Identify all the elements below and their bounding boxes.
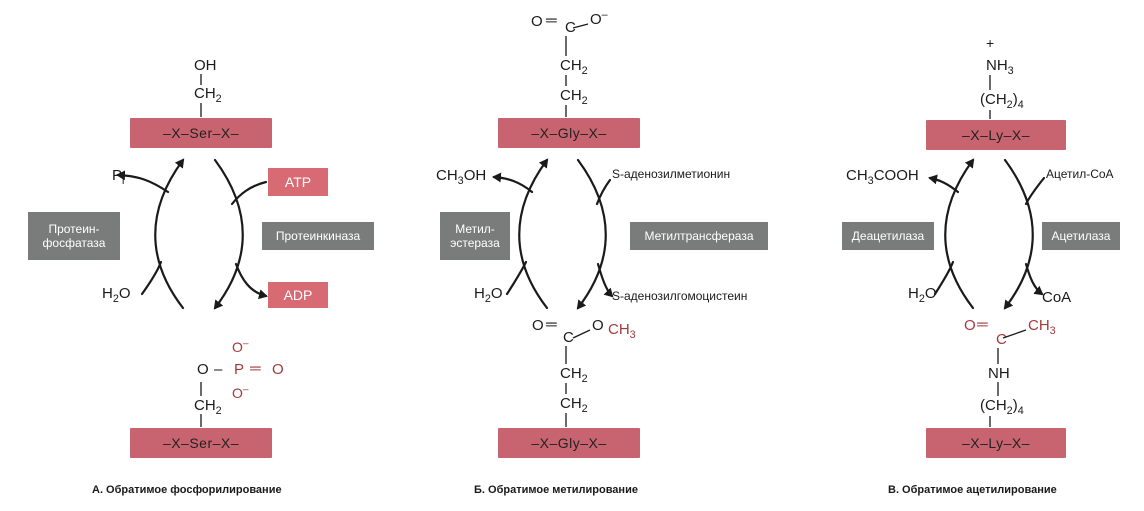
- methyl-group: CH3: [608, 321, 636, 341]
- arrow-b-left-in: [505, 260, 528, 296]
- ester-double-bond: ═: [546, 316, 557, 333]
- arrow-b-left-up: [518, 158, 549, 310]
- arrow-c-left-in: [933, 260, 955, 296]
- phosphate-o-double: O: [272, 361, 284, 378]
- ammonium-group: NH3: [986, 57, 1014, 77]
- methylene-chain-bottom: (CH2)4: [980, 397, 1024, 417]
- arrow-c-right-down: [1003, 158, 1034, 310]
- arrow-b-right-down: [576, 158, 607, 310]
- caption-methylation: Б. Обратимое метилирование: [474, 484, 638, 496]
- phosphorus-atom: P: [234, 361, 245, 378]
- protein-phosphatase-line2: фосфатаза: [42, 236, 106, 250]
- serine-residue-bar-bottom: –X–Ser–X–: [130, 428, 272, 458]
- arrow-c-left-out: [928, 174, 960, 194]
- arrow-a-right-down: [213, 158, 244, 310]
- ch2-label-2: CH2: [560, 87, 588, 107]
- hydroxyl-label: OH: [194, 57, 217, 74]
- water-label-b: H2O: [474, 285, 503, 305]
- caption-acetylation: В. Обратимое ацетилирование: [888, 484, 1057, 496]
- phosphate-ester-oxygen: O: [197, 361, 209, 378]
- phosphate-dash: –: [214, 361, 223, 378]
- protein-kinase-box: Протеинкиназа: [262, 222, 374, 250]
- water-label-c: H2O: [908, 285, 937, 305]
- lysine-residue-bar-top: –X–Ly–X–: [926, 120, 1066, 150]
- ch2-label-4: CH2: [560, 395, 588, 415]
- methylesterase-box: Метил- эстераза: [440, 212, 510, 260]
- glycine-residue-bar-top: –X–Gly–X–: [498, 118, 640, 148]
- arrow-a-right-in: [230, 180, 268, 206]
- ch2-label-bottom: CH2: [194, 397, 222, 417]
- glycine-residue-bar-bottom: –X–Gly–X–: [498, 428, 640, 458]
- serine-residue-bar-top: –X–Ser–X–: [130, 118, 272, 148]
- ammonium-plus: +: [986, 35, 995, 51]
- s-adenosylmethionine-label: S-аденозилметионин: [612, 167, 731, 181]
- acetyl-oxygen: O: [964, 317, 976, 334]
- bond-b-5: [572, 329, 591, 339]
- methylesterase-line1: Метил-: [455, 221, 495, 236]
- carboxyl-carbon: C: [565, 19, 576, 36]
- methylesterase-line2: эстераза: [450, 236, 500, 250]
- caption-phosphorylation: А. Обратимое фосфорилирование: [92, 484, 282, 496]
- arrow-a-left-up: [154, 158, 185, 310]
- arrow-c-right-in: [1024, 176, 1046, 206]
- methanol-label: CH3OH: [436, 167, 487, 187]
- coa-label: CoA: [1042, 289, 1072, 306]
- arrow-b-right-in: [595, 178, 612, 206]
- phosphate-double-bond: ═: [250, 360, 261, 377]
- carboxyl-o-minus: O–: [590, 9, 608, 28]
- arrow-c-right-out: [1024, 262, 1044, 296]
- ch2-label-1: CH2: [560, 57, 588, 77]
- deacetylase-box: Деацетилаза: [842, 222, 934, 250]
- protein-phosphatase-box: Протеин- фосфатаза: [28, 212, 120, 260]
- arrow-a-right-out: [234, 262, 268, 300]
- acetyl-coa-label: Ацетил-CoA: [1046, 167, 1114, 181]
- arrow-a-left-out: [116, 170, 170, 194]
- bond-c-3: [1002, 329, 1027, 339]
- panel-methylation: O ═ C O– CH2 CH2 –X–Gly–X– CH3OH Метил- …: [380, 0, 780, 511]
- water-label: H2O: [102, 285, 131, 305]
- acetyl-methyl: CH3: [1028, 317, 1056, 337]
- atp-box: ATP: [268, 168, 328, 196]
- ch2-label-3: CH2: [560, 365, 588, 385]
- carbonyl-double-bond: ═: [546, 12, 557, 29]
- methyltransferase-box: Метилтрансфераза: [630, 222, 768, 250]
- acetic-acid-label: CH3COOH: [846, 167, 919, 187]
- arrow-b-left-out: [492, 172, 534, 194]
- bond-b-2: [572, 23, 589, 29]
- acetylase-box: Ацетилаза: [1042, 222, 1120, 250]
- acetyl-carbon: C: [996, 331, 1007, 348]
- acetyl-double-bond: ═: [977, 316, 988, 333]
- lysine-residue-bar-bottom: –X–Ly–X–: [926, 428, 1066, 458]
- panel-acetylation: + NH3 (CH2)4 –X–Ly–X– CH3COOH Деацетилаз…: [780, 0, 1144, 511]
- adp-box: ADP: [268, 282, 328, 308]
- arrow-a-left-in: [140, 260, 163, 296]
- phosphate-o-minus-bottom: O–: [232, 384, 249, 401]
- amide-nh: NH: [988, 365, 1010, 382]
- methylene-chain-top: (CH2)4: [980, 91, 1024, 111]
- ester-carbonyl-oxygen: O: [532, 317, 544, 334]
- protein-phosphatase-line1: Протеин-: [48, 221, 100, 236]
- ester-oxygen: O: [592, 317, 604, 334]
- arrow-c-left-up: [944, 158, 975, 310]
- phosphate-o-minus-top: O–: [232, 338, 249, 355]
- arrow-b-right-out: [596, 262, 614, 298]
- s-adenosylhomocysteine-label: S-аденозилгомоцистеин: [612, 289, 748, 303]
- panel-phosphorylation: OH CH2 –X–Ser–X– Pi Протеин- фосфатаза H…: [0, 0, 380, 511]
- carbonyl-oxygen: O: [531, 13, 543, 30]
- ester-carbon: C: [563, 329, 574, 346]
- ch2-label: CH2: [194, 85, 222, 105]
